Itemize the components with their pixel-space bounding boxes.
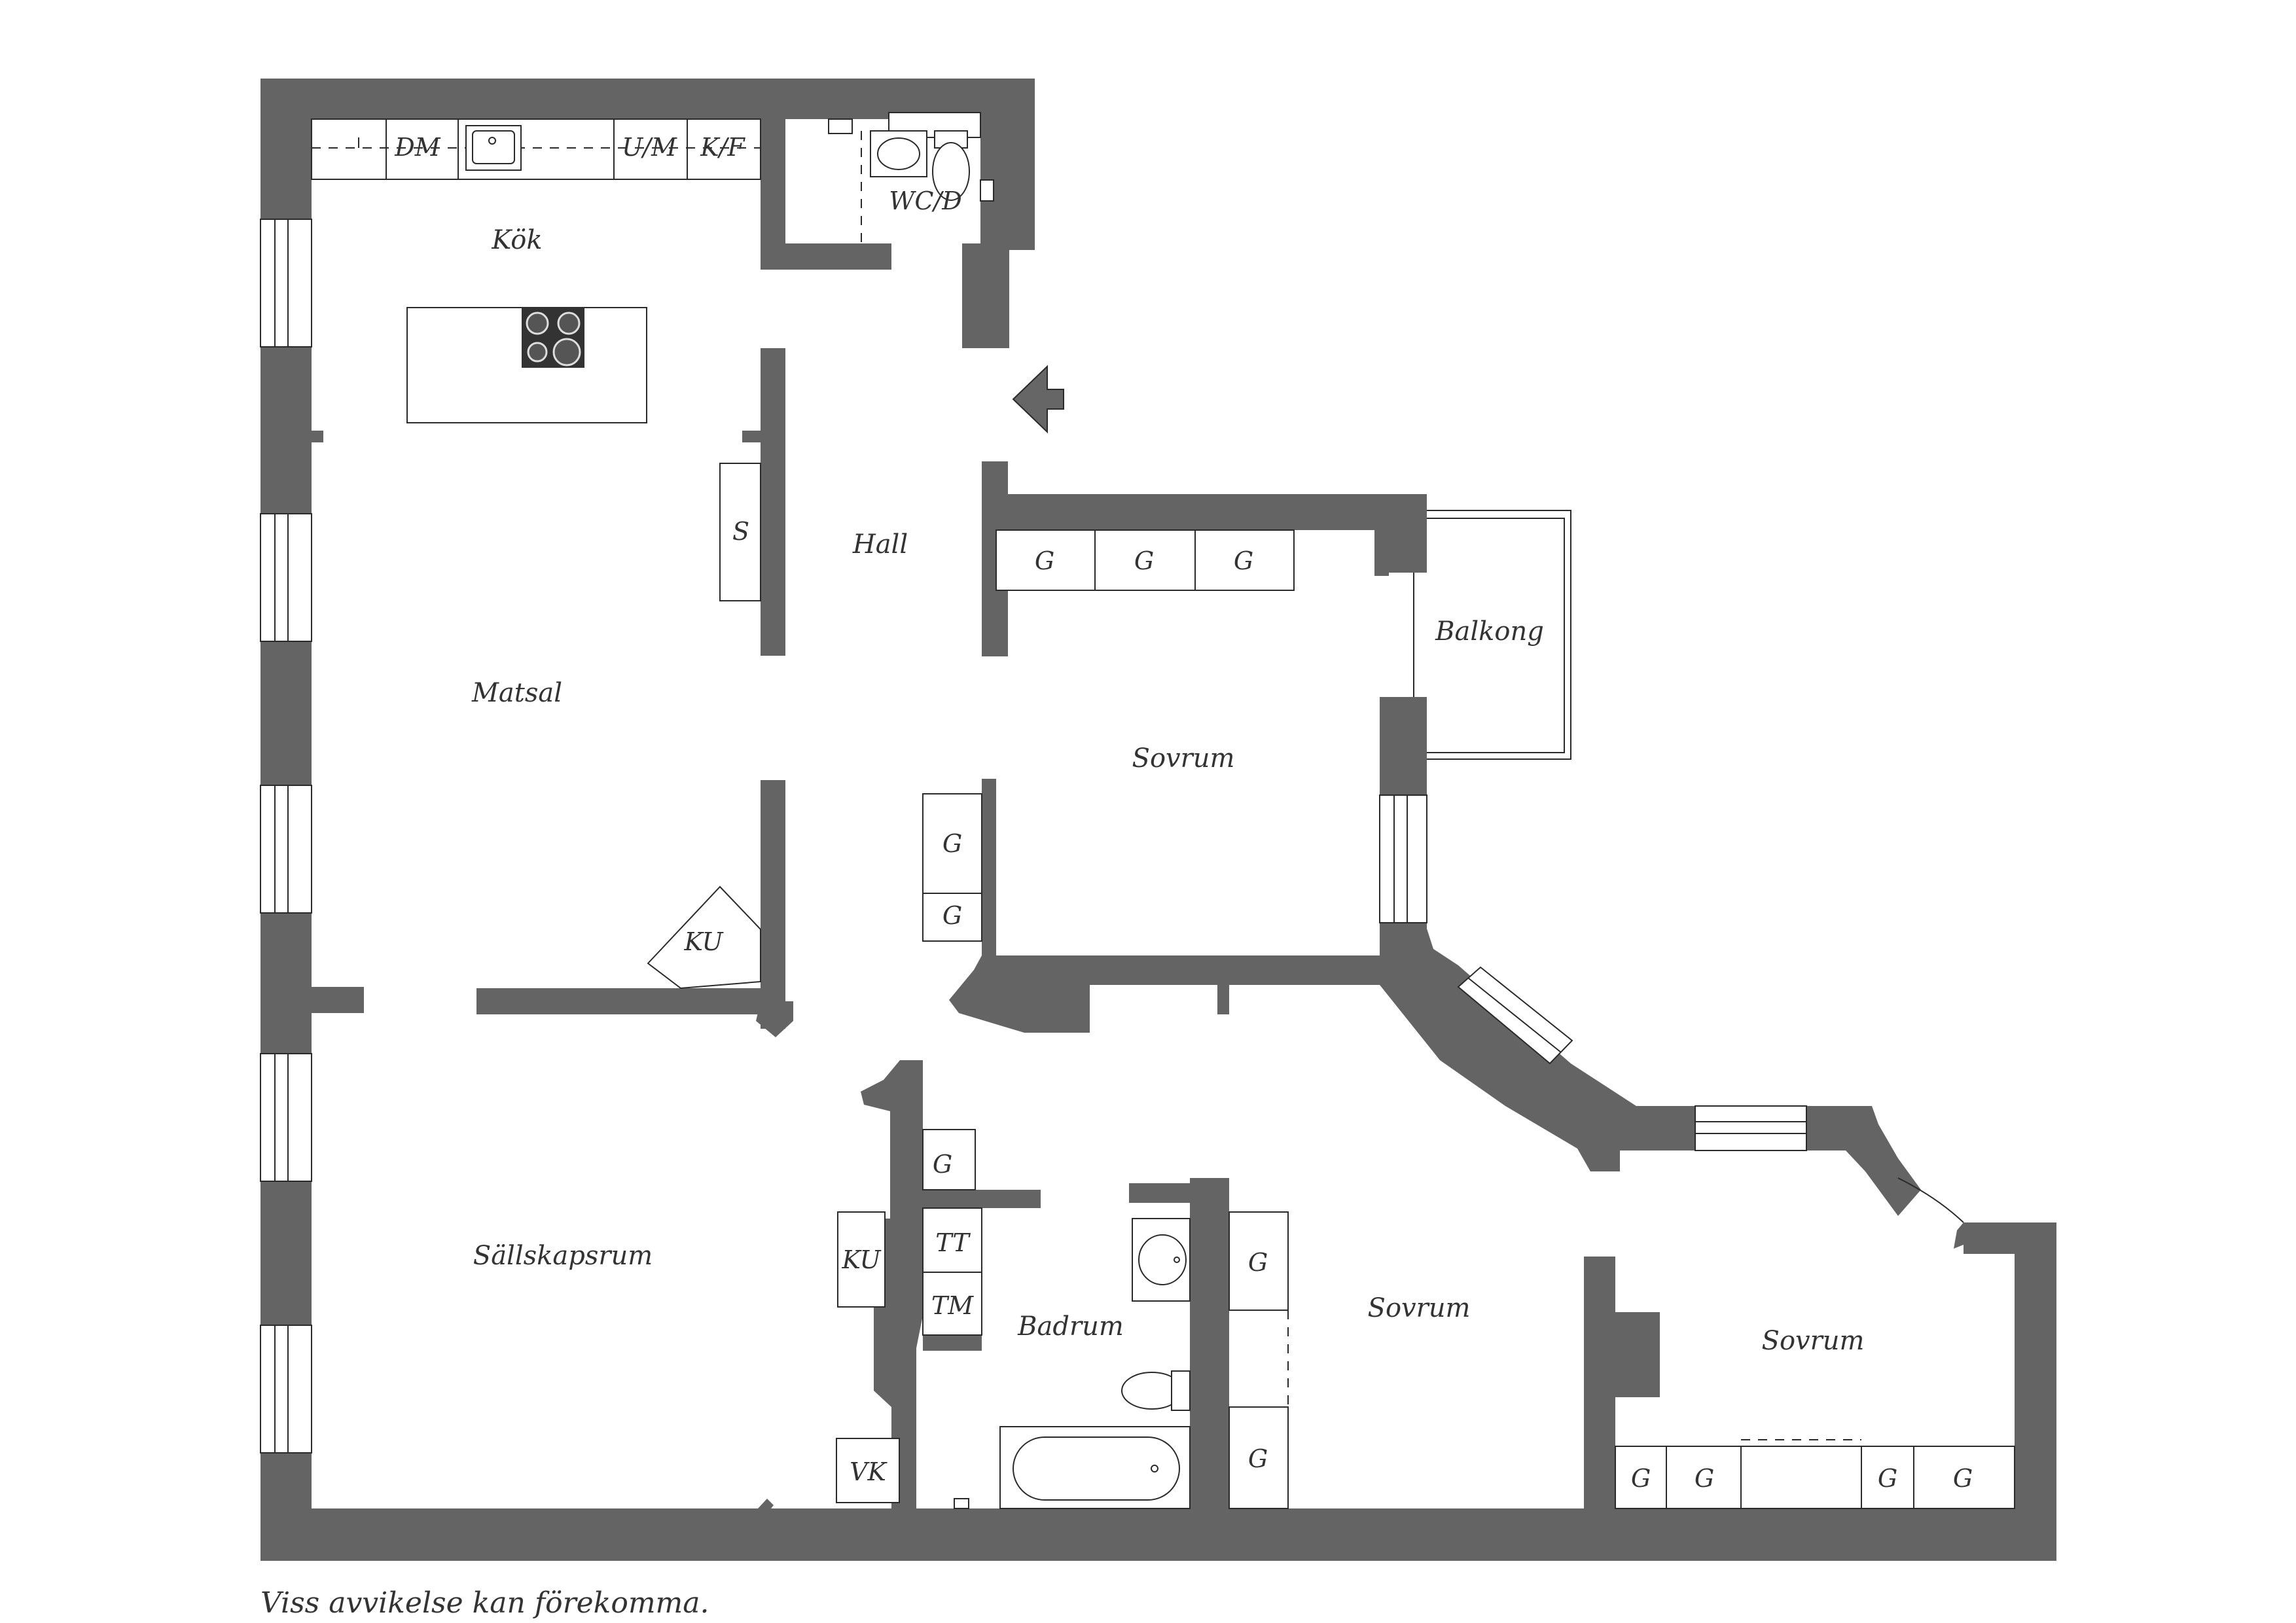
label-kok: Kök — [491, 225, 542, 255]
label-sovrum-1: Sovrum — [1132, 743, 1235, 774]
kitchen-counter — [311, 118, 761, 180]
label-g-8: G — [1248, 1444, 1268, 1473]
wardrobe-sovrum-3 — [1615, 1446, 2015, 1509]
windows — [260, 219, 1807, 1454]
bath-sink-cabinet — [1132, 1218, 1191, 1302]
window-matsal-1 — [260, 513, 312, 642]
ku-cabinet — [837, 1211, 886, 1308]
vk-cabinet — [836, 1438, 900, 1503]
label-g-11: G — [1878, 1464, 1897, 1493]
bath-sink-icon — [1138, 1234, 1187, 1285]
wardrobe-sovrum-1 — [996, 529, 1295, 591]
label-sovrum-2: Sovrum — [1368, 1293, 1471, 1323]
label-badrum: Badrum — [1017, 1311, 1124, 1342]
hall-fixtures — [647, 463, 1295, 990]
label-g-12: G — [1953, 1464, 1973, 1493]
kitchen-fixtures — [311, 118, 761, 423]
window-sovrum-1 — [1379, 794, 1427, 923]
label-g-6: G — [933, 1150, 952, 1179]
ku-corner — [647, 885, 761, 990]
label-vk: VK — [850, 1457, 888, 1486]
balcony — [1413, 510, 1571, 760]
label-g-10: G — [1695, 1464, 1714, 1493]
disclaimer-note: Viss avvikelse kan förekomma. — [260, 1586, 709, 1620]
wc-fixtures — [828, 112, 994, 243]
label-ku-1: KU — [683, 927, 724, 956]
window-kitchen — [260, 219, 312, 348]
window-matsal-2 — [260, 785, 312, 914]
label-g-1: G — [1035, 546, 1054, 575]
bedroom-fixtures — [1229, 1177, 2015, 1509]
window-sallskapsrum-2 — [260, 1325, 312, 1454]
label-sallskapsrum: Sällskapsrum — [473, 1241, 653, 1271]
wardrobe-hall — [922, 793, 982, 942]
label-tm: TM — [931, 1291, 974, 1320]
label-matsal: Matsal — [471, 678, 562, 708]
closet-s — [719, 463, 761, 601]
label-g-4: G — [942, 829, 962, 858]
wc-tap-icon — [828, 118, 853, 134]
labels: Kök WC/D DM U/M K/F Hall S Matsal G G G … — [394, 133, 1973, 1493]
label-g-5: G — [942, 901, 962, 930]
wardrobe-g-bath — [922, 1129, 976, 1190]
label-g-2: G — [1134, 546, 1154, 575]
window-sallskapsrum-1 — [260, 1053, 312, 1182]
window-sovrum-3 — [1695, 1105, 1807, 1151]
label-hall: Hall — [852, 529, 908, 560]
walls — [260, 79, 2056, 1561]
door-swing — [1897, 1177, 1964, 1223]
wardrobe-sovrum-2-bottom — [1229, 1406, 1289, 1509]
label-g-3: G — [1234, 546, 1253, 575]
entrance-arrow-icon — [1012, 365, 1064, 434]
label-kf: K/F — [700, 133, 745, 162]
wc-toilet-icon — [932, 142, 970, 201]
label-balkong: Balkong — [1435, 616, 1544, 647]
label-g-7: G — [1248, 1248, 1268, 1277]
label-wc: WC/D — [889, 187, 961, 215]
label-sovrum-3: Sovrum — [1762, 1326, 1865, 1356]
wardrobe-sovrum-2-top — [1229, 1211, 1289, 1311]
label-tt: TT — [935, 1228, 971, 1257]
label-um: U/M — [622, 133, 677, 162]
label-dm: DM — [394, 133, 440, 162]
label-s: S — [732, 517, 749, 546]
label-g-9: G — [1631, 1464, 1651, 1493]
label-ku-2: KU — [841, 1245, 882, 1274]
bathtub-icon — [1013, 1436, 1180, 1501]
wc-tank — [934, 130, 968, 149]
bathroom-fixtures — [836, 1129, 1191, 1509]
